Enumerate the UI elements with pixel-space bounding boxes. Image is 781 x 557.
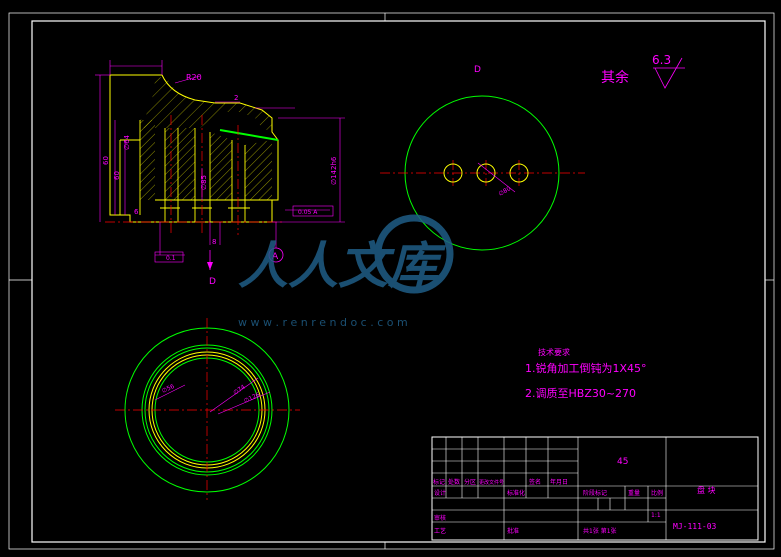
hdr-wenjian: 更改文件号 (479, 479, 504, 486)
row-biaozhunhua: 标准化 (507, 489, 525, 497)
hole-leader (477, 162, 516, 193)
title-block-grid (432, 437, 758, 540)
hdr-qianming: 签名 (529, 478, 541, 486)
roughness-value: 6.3 (652, 53, 671, 67)
row-gongyi: 工艺 (434, 527, 446, 535)
end-view-centerlines (380, 160, 585, 186)
technical-notes: 技术要求 1.锐角加工倒钝为1X45° 2.调质至HBZ30~270 (525, 347, 647, 400)
hdr-biaoji: 标记 (433, 478, 445, 486)
view-label-d-top: D (474, 65, 481, 75)
end-view-d: D ∅80 (380, 65, 585, 251)
dim-6: 6 (134, 208, 139, 216)
inner-frame (31, 20, 766, 543)
tolerance-frame-right (292, 205, 334, 217)
ring-dim-56: ∅56 (161, 383, 176, 395)
row-sheji: 设计 (434, 489, 446, 497)
ring-centerlines (115, 318, 300, 500)
dim-85: ∅85 (200, 175, 208, 190)
roughness-symbol: 其余 6.3 (601, 53, 685, 89)
tech-note-2: 2.调质至HBZ30~270 (525, 387, 636, 400)
dim-64: ∅64 (123, 134, 131, 150)
roughness-check-mark (653, 57, 685, 89)
row-pizhun: 批准 (507, 527, 519, 535)
row-zhongliang: 重量 (628, 489, 640, 497)
tolerance-right-text: 0.05 A (298, 209, 318, 216)
outer-frame (8, 12, 775, 550)
row-sheets: 共1张 第1张 (583, 527, 617, 535)
drawing-number: MJ-111-03 (673, 522, 717, 531)
section-dimension-lines (95, 60, 345, 256)
taper-line (219, 129, 279, 141)
tech-notes-title: 技术要求 (538, 347, 570, 357)
view-label-d-left: D (209, 277, 216, 287)
dim-r20: R20 (186, 73, 202, 82)
dim-60-inner: 60 (113, 171, 121, 180)
dim-60-vertical: 60 (102, 156, 110, 165)
tolerance-frame-left (154, 251, 184, 263)
title-block: 45 盘 块 标记 处数 分区 更改文件号 签名 年月日 设计 标准化 阶段标记… (431, 436, 759, 541)
tech-note-1: 1.锐角加工倒钝为1X45° (525, 361, 647, 375)
dim-2: 2 (234, 94, 238, 102)
hdr-fenqu: 分区 (464, 478, 476, 486)
hole-1 (443, 163, 463, 183)
section-body-hatch (140, 120, 272, 200)
tolerance-left-text: 0.1 (166, 255, 176, 262)
roughness-label: 其余 (601, 69, 629, 86)
watermark: 人人文库 w w w . r e n r e n d o c . c o m (238, 214, 454, 329)
ring-dim-leaders (154, 377, 271, 415)
ring-dim-74: ∅74 (232, 383, 247, 396)
section-upper-hatch (140, 75, 272, 132)
hole-3 (509, 163, 529, 183)
view-arrow-head (207, 262, 213, 270)
watermark-text: 人人文库 (238, 237, 446, 295)
row-bili: 比例 (651, 489, 663, 497)
row-shenhe: 审核 (434, 514, 446, 522)
row-jieduan: 阶段标记 (583, 489, 607, 497)
title-part-name: 盘 块 (697, 485, 716, 495)
dim-8: 8 (212, 238, 216, 246)
watermark-url: w w w . r e n r e n d o c . c o m (238, 316, 408, 329)
title-material: 45 (617, 457, 628, 467)
hole-dim: ∅80 (498, 185, 513, 198)
hole-2 (476, 163, 496, 183)
row-scale: 1:1 (651, 512, 661, 519)
section-view: R20 2 60 60 ∅64 6 8 ∅85 ∅142h6 0.05 A 0.… (95, 60, 345, 287)
ring-view: ∅56 ∅74 ∅126 (115, 318, 300, 500)
title-block-border (431, 436, 759, 541)
frame-ticks (9, 13, 774, 549)
hdr-chushu: 处数 (448, 478, 460, 486)
watermark-logo-ring (374, 214, 454, 294)
datum-a-label: A (272, 252, 279, 262)
hdr-nianyueri: 年月日 (550, 478, 568, 486)
end-view-outer-circle (404, 95, 560, 251)
dim-142: ∅142h6 (330, 156, 338, 185)
